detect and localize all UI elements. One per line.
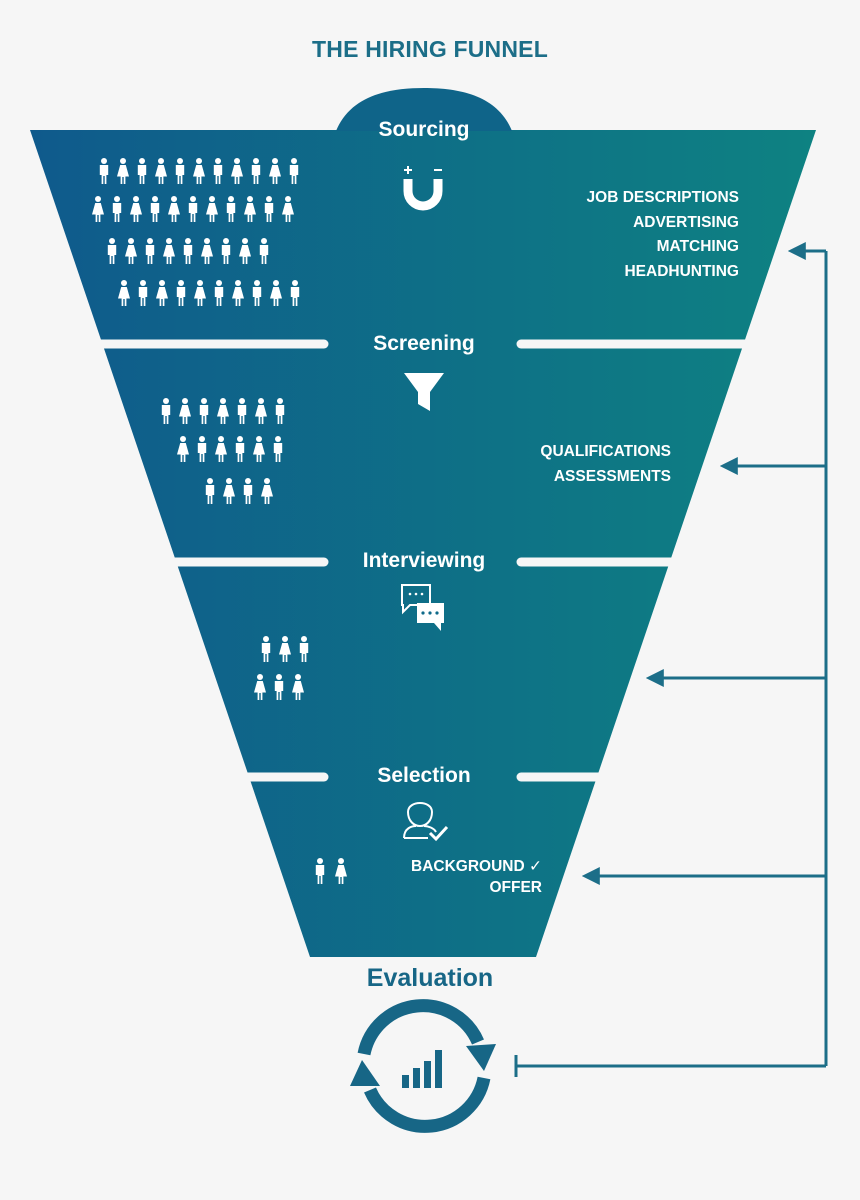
feedback-arrows (514, 242, 828, 1077)
screening-items: QUALIFICATIONS ASSESSMENTS (540, 440, 671, 489)
list-item: BACKGROUND ✓ (411, 858, 542, 875)
user-check-icon (403, 802, 449, 842)
cycle-chart-icon (350, 999, 496, 1133)
list-item: MATCHING (656, 238, 739, 255)
list-item: QUALIFICATIONS (540, 443, 671, 460)
funnel-cone (30, 130, 816, 957)
stage-label-screening: Screening (373, 332, 475, 355)
filter-icon (404, 373, 444, 411)
list-item: OFFER (489, 879, 542, 896)
stage-label-sourcing: Sourcing (378, 118, 470, 141)
list-item: JOB DESCRIPTIONS (586, 189, 739, 206)
funnel-top-dome (336, 88, 512, 131)
stage-label-selection: Selection (377, 764, 471, 787)
funnel-body (30, 88, 816, 957)
sourcing-items: JOB DESCRIPTIONS ADVERTISING MATCHING HE… (587, 186, 739, 284)
page-title: THE HIRING FUNNEL (312, 36, 548, 62)
list-item: HEADHUNTING (624, 262, 739, 280)
evaluation-label: Evaluation (366, 964, 494, 992)
list-item: ASSESSMENTS (553, 467, 671, 485)
chat-bubbles-icon (401, 584, 444, 631)
stage-label-interviewing: Interviewing (362, 549, 486, 572)
list-item: ADVERTISING (633, 213, 739, 231)
selection-items: BACKGROUND ✓ OFFER (411, 856, 542, 898)
magnet-icon (403, 166, 443, 211)
stage-separators (90, 339, 765, 782)
